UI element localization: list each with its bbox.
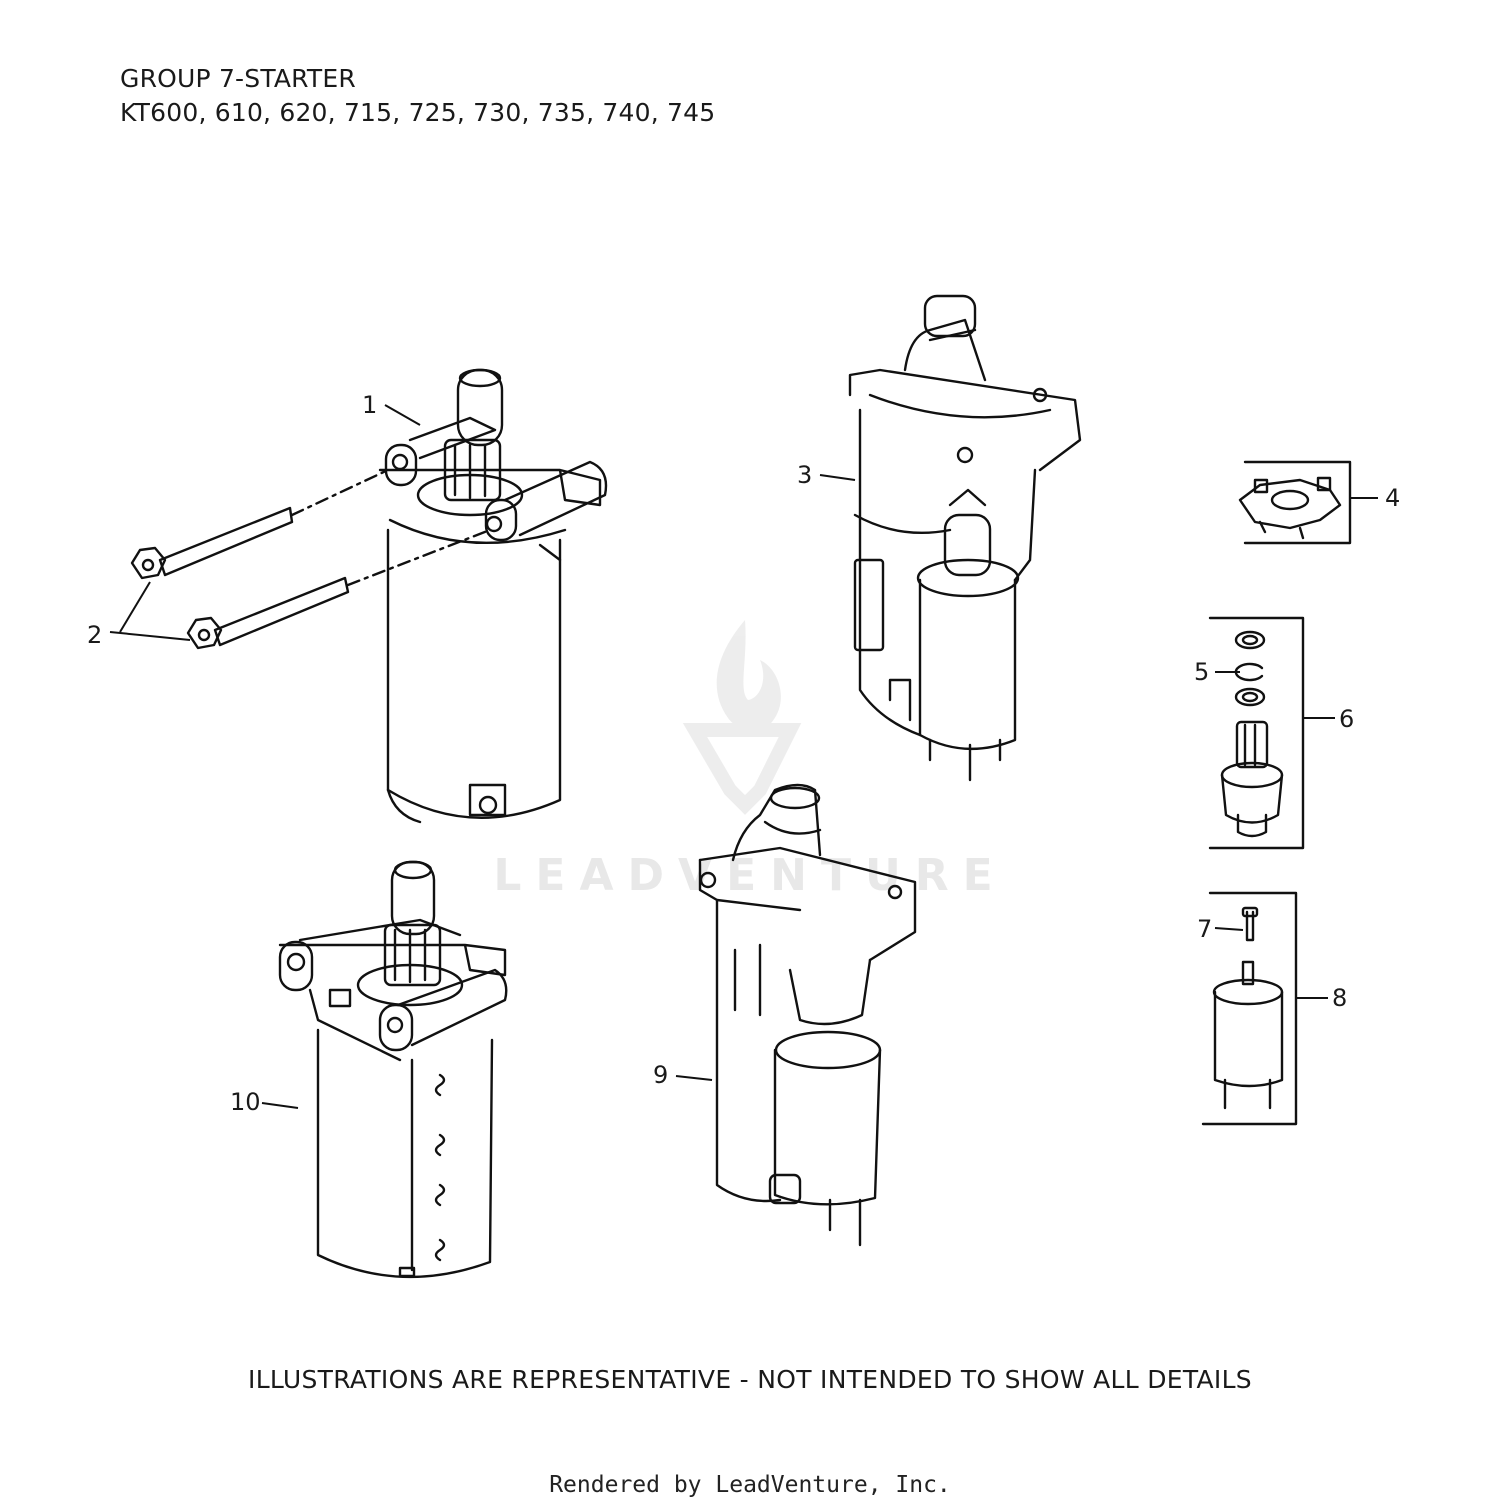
callout-5: 5: [1194, 658, 1209, 686]
part-3-starter-with-solenoid[interactable]: [848, 294, 1082, 782]
callout-1: 1: [362, 391, 377, 419]
disclaimer-note: ILLUSTRATIONS ARE REPRESENTATIVE - NOT I…: [248, 1365, 1252, 1394]
callout-7: 7: [1197, 915, 1212, 943]
leadventure-watermark: LEADVENTURE: [493, 620, 1006, 901]
callout-4: 4: [1385, 484, 1400, 512]
part-7-screw[interactable]: [1241, 906, 1259, 942]
callout-6: 6: [1339, 705, 1354, 733]
callout-10: 10: [230, 1088, 261, 1116]
callout-leaders: [109, 404, 1378, 1109]
diagram-model-list: KT600, 610, 620, 715, 725, 730, 735, 740…: [120, 98, 716, 127]
part-4-brush-holder[interactable]: [1238, 460, 1352, 545]
callout-3: 3: [797, 461, 812, 489]
part-2-bolts[interactable]: [130, 468, 492, 650]
part-6-drive-kit[interactable]: [1208, 616, 1305, 850]
watermark-text: LEADVENTURE: [493, 850, 1006, 901]
callout-2: 2: [87, 621, 102, 649]
part-10-starter-motor[interactable]: [278, 860, 508, 1279]
part-9-starter-motor[interactable]: [698, 783, 917, 1247]
part-1-starter-motor[interactable]: [378, 368, 608, 824]
callout-8: 8: [1332, 984, 1347, 1012]
callout-9: 9: [653, 1061, 668, 1089]
diagram-group-title: GROUP 7-STARTER: [120, 64, 356, 93]
part-8-solenoid[interactable]: [1201, 891, 1298, 1126]
rendered-by-credit: Rendered by LeadVenture, Inc.: [549, 1472, 951, 1498]
